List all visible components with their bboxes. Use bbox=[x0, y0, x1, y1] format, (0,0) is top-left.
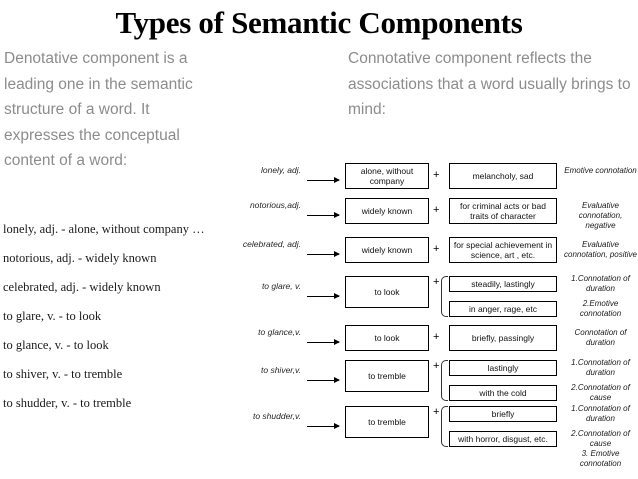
connotative-component-box: with the cold bbox=[449, 385, 557, 401]
connotative-component-box: melancholy, sad bbox=[449, 163, 557, 189]
connotation-type-label: 1.Connotation of duration bbox=[571, 404, 630, 423]
denotative-component-box: to tremble bbox=[345, 360, 429, 392]
denotative-component-box: widely known bbox=[345, 198, 429, 224]
definition-item: to shudder, v. - to tremble bbox=[3, 396, 132, 410]
definition-item: to glare, v. - to look bbox=[3, 309, 102, 323]
connotation-type-label: 1.Connotation of duration bbox=[571, 274, 630, 293]
source-word-label: to shiver,v. bbox=[261, 365, 301, 375]
connotative-component-box: for special achievement in science, art … bbox=[449, 237, 557, 263]
denotative-component-box: to look bbox=[345, 325, 429, 351]
source-word-label: to glance,v. bbox=[258, 327, 301, 337]
arrow-icon bbox=[307, 338, 340, 345]
connotative-component-box: for criminal acts or bad traits of chara… bbox=[449, 198, 557, 224]
arrow-icon bbox=[307, 292, 340, 299]
definition-item: celebrated, adj. - widely known bbox=[3, 280, 161, 294]
connotation-type-label: 1.Connotation of duration bbox=[571, 358, 630, 377]
denotative-component-box: alone, without company bbox=[345, 163, 429, 189]
plus-sign: + bbox=[433, 331, 440, 343]
arrow-icon bbox=[307, 422, 340, 429]
connotation-type-label: Evaluative connotation, negative bbox=[578, 201, 623, 230]
grouping-brace bbox=[441, 276, 448, 317]
definition-item: notorious, adj. - widely known bbox=[3, 251, 157, 265]
source-word-label: lonely, adj. bbox=[260, 165, 301, 175]
connotation-type-label: Emotive connotation bbox=[564, 166, 637, 175]
arrow-icon bbox=[307, 250, 340, 257]
grouping-brace bbox=[441, 360, 448, 401]
connotation-type-label: Evaluative connotation, positive bbox=[564, 240, 637, 259]
connotation-type-label: 3. Emotive connotation bbox=[579, 449, 622, 468]
definition-item: to shiver, v. - to tremble bbox=[3, 367, 123, 381]
connotative-intro-text: Connotative component reflects the assoc… bbox=[348, 50, 631, 118]
denotative-intro-text: Denotative component is a leading one in… bbox=[4, 50, 193, 169]
source-word-label: celebrated, adj. bbox=[242, 239, 301, 249]
denotative-component-box: to tremble bbox=[345, 406, 429, 438]
page-title: Types of Semantic Components bbox=[115, 5, 523, 40]
denotative-component-box: widely known bbox=[345, 237, 429, 263]
connotative-component-box: with horror, disgust, etc. bbox=[449, 431, 557, 447]
connotative-component-box: briefly bbox=[449, 406, 557, 422]
plus-sign: + bbox=[433, 169, 440, 181]
connotative-component-box: in anger, rage, etc bbox=[449, 301, 557, 317]
connotation-type-label: 2.Connotation of cause bbox=[571, 383, 630, 402]
plus-sign: + bbox=[433, 276, 440, 288]
plus-sign: + bbox=[433, 243, 440, 255]
connotation-type-label: Connotation of duration bbox=[574, 328, 627, 347]
connotation-type-label: 2.Emotive connotation bbox=[579, 299, 622, 318]
source-word-label: to shudder,v. bbox=[252, 411, 301, 421]
definition-item: to glance, v. - to look bbox=[3, 338, 109, 352]
source-word-label: notorious,adj. bbox=[249, 200, 301, 210]
denotative-component-box: to look bbox=[345, 276, 429, 308]
connotative-component-box: lastingly bbox=[449, 360, 557, 376]
plus-sign: + bbox=[433, 406, 440, 418]
plus-sign: + bbox=[433, 360, 440, 372]
definition-list: lonely, adj. - alone, without company … n… bbox=[3, 222, 238, 425]
arrow-icon bbox=[307, 176, 340, 183]
semantic-components-diagram: lonely, adj. alone, without company + melan… bbox=[225, 150, 638, 479]
connotative-component-box: briefly, passingly bbox=[449, 325, 557, 351]
plus-sign: + bbox=[433, 204, 440, 216]
arrow-icon bbox=[307, 211, 340, 218]
definition-item: lonely, adj. - alone, without company … bbox=[3, 222, 205, 236]
grouping-brace bbox=[441, 406, 448, 447]
arrow-icon bbox=[307, 376, 340, 383]
connotation-type-label: 2.Connotation of cause bbox=[571, 429, 630, 448]
source-word-label: to glare, v. bbox=[261, 281, 301, 291]
connotative-component-box: steadily, lastingly bbox=[449, 276, 557, 292]
